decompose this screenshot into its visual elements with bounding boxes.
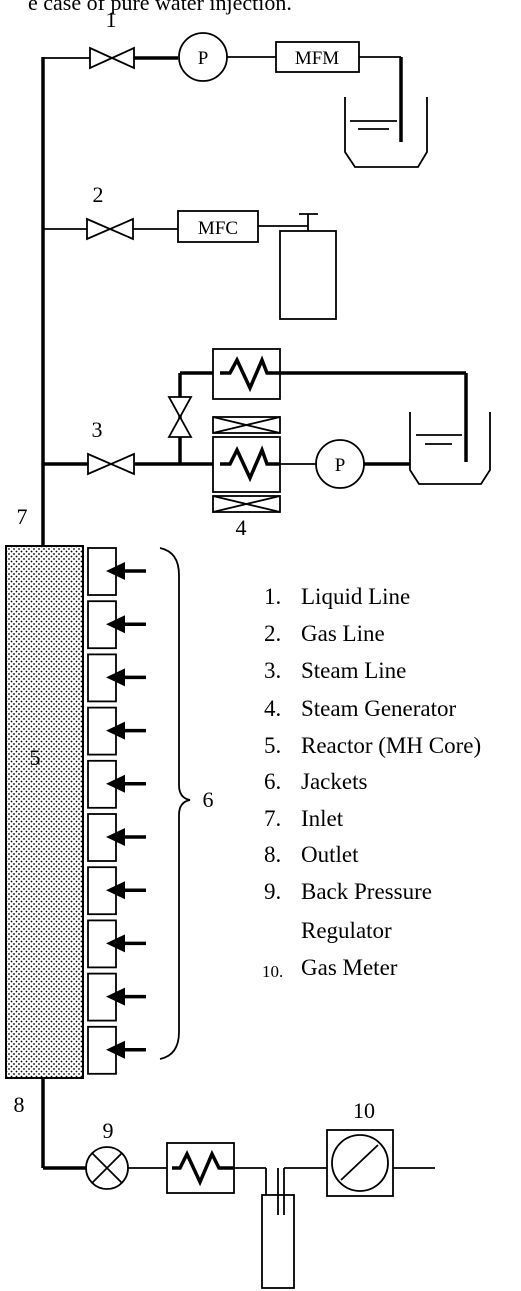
legend-number: 1. bbox=[264, 584, 281, 609]
valve-1-icon bbox=[89, 46, 135, 70]
liquid-line: 1 P MFM bbox=[43, 7, 428, 168]
arrow-left-icon bbox=[106, 774, 125, 793]
legend-text: Inlet bbox=[301, 806, 344, 831]
mfm-label: MFM bbox=[295, 48, 339, 69]
jacket bbox=[87, 759, 146, 809]
legend-text: Regulator bbox=[301, 918, 392, 943]
legend-text: Outlet bbox=[301, 842, 359, 867]
arrow-left-icon bbox=[106, 721, 125, 740]
bypass-valve-icon bbox=[167, 396, 193, 438]
legend-number: 3. bbox=[264, 658, 281, 683]
legend-number: 2. bbox=[264, 621, 281, 646]
legend-number: 10. bbox=[262, 962, 283, 981]
valve-3-label: 3 bbox=[92, 417, 103, 442]
gas-meter-icon bbox=[326, 1129, 394, 1197]
arrow-left-icon bbox=[106, 881, 125, 900]
arrow-left-icon bbox=[106, 1040, 125, 1059]
jackets-brace bbox=[159, 547, 191, 1060]
legend-text: Steam Generator bbox=[301, 696, 457, 721]
outlet-line: 9 10 bbox=[41, 1078, 435, 1289]
mfm-box bbox=[275, 41, 360, 73]
legend-text: Back Pressure bbox=[301, 879, 432, 904]
valve-2-icon bbox=[86, 217, 134, 241]
legend-number: 6. bbox=[264, 769, 281, 794]
jacket bbox=[87, 1025, 146, 1075]
caption-fragment: e case of pure water injection. bbox=[28, 0, 292, 15]
jacket bbox=[87, 972, 146, 1022]
steam-line: 3 4 P bbox=[43, 348, 491, 540]
jacket bbox=[87, 600, 146, 650]
jacket bbox=[87, 547, 146, 596]
valve-2-label: 2 bbox=[93, 182, 104, 207]
separator-icon bbox=[261, 1168, 295, 1289]
gas-line: 2 MFC bbox=[43, 182, 337, 320]
arrow-left-icon bbox=[106, 615, 125, 634]
valve-1-label: 1 bbox=[106, 7, 117, 32]
legend-number: 8. bbox=[264, 842, 281, 867]
water-tank-icon bbox=[409, 412, 491, 485]
gas-cylinder-icon bbox=[279, 213, 337, 320]
legend-number: 7. bbox=[264, 806, 281, 831]
arrow-left-icon bbox=[106, 828, 125, 846]
jacket bbox=[87, 706, 146, 756]
back-pressure-regulator-icon bbox=[85, 1146, 129, 1190]
gas-meter-label: 10 bbox=[353, 1098, 375, 1123]
valve-3-icon bbox=[87, 452, 135, 476]
bpr-label: 9 bbox=[103, 1118, 114, 1143]
mfc-label: MFC bbox=[198, 218, 238, 239]
inlet-label: 7 bbox=[17, 504, 28, 529]
jacket bbox=[87, 813, 146, 862]
arrow-left-icon bbox=[106, 934, 125, 953]
pump-steam-label: P bbox=[335, 455, 346, 476]
arrow-left-icon bbox=[106, 668, 125, 687]
legend-text: Jackets bbox=[301, 769, 367, 794]
legend-text: Steam Line bbox=[301, 658, 406, 683]
pump-top-label: P bbox=[198, 48, 209, 69]
legend-text: Reactor (MH Core) bbox=[301, 733, 481, 758]
jacket bbox=[87, 866, 146, 916]
jackets-group bbox=[87, 547, 146, 1075]
legend-number: 9. bbox=[264, 879, 281, 904]
legend: 1. Liquid Line 2. Gas Line 3. Steam Line 4. Ste… bbox=[262, 584, 481, 981]
legend-number: 5. bbox=[264, 733, 281, 758]
steam-generator bbox=[212, 416, 281, 513]
arrow-left-icon bbox=[106, 987, 125, 1006]
jacket bbox=[87, 653, 146, 703]
steam-generator-label: 4 bbox=[236, 515, 247, 540]
jacket bbox=[87, 919, 146, 969]
reactor-core bbox=[5, 545, 84, 1079]
outlet-label: 8 bbox=[14, 1092, 25, 1117]
jackets-label: 6 bbox=[203, 787, 214, 812]
mfc-box bbox=[177, 210, 259, 243]
liquid-tank-icon bbox=[344, 97, 428, 168]
reactor-label: 5 bbox=[30, 745, 41, 770]
legend-text: Gas Line bbox=[301, 621, 385, 646]
legend-text: Gas Meter bbox=[301, 955, 398, 980]
legend-text: Liquid Line bbox=[301, 584, 410, 609]
legend-number: 4. bbox=[264, 696, 281, 721]
arrow-left-icon bbox=[106, 562, 125, 580]
